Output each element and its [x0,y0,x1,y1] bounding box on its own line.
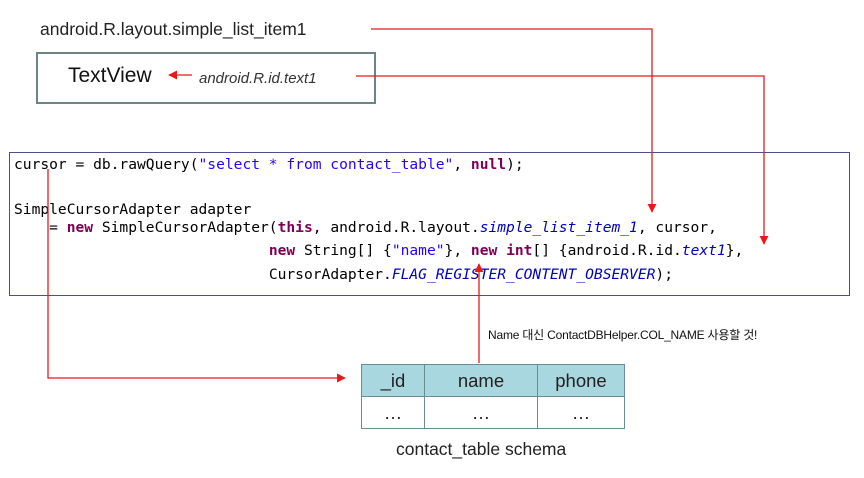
arrow-layout-to-code [371,28,657,213]
code-text: String[] { [295,242,392,259]
schema-header-name: name [424,364,538,397]
code-field: text1 [681,242,726,259]
code-text: , android.R.layout. [312,219,480,236]
code-text: CursorAdapter. [268,266,392,283]
schema-header-phone: phone [537,364,625,397]
code-block [9,152,850,296]
code-field: simple_list_item_1 [479,219,638,236]
code-line-1: cursor = db.rawQuery("select * from cont… [14,156,524,174]
code-line-5: CursorAdapter.FLAG_REGISTER_CONTENT_OBSE… [14,266,673,284]
code-string: "select * from contact_table" [198,156,454,173]
textview-label: TextView [68,64,152,87]
code-text: }, [725,242,744,259]
code-keyword: null [470,156,507,173]
code-text: cursor = db.rawQuery( [14,156,199,173]
code-line-3: = new SimpleCursorAdapter(this, android.… [14,219,717,237]
schema-header-row: _id name phone [361,364,625,397]
code-text: SimpleCursorAdapter( [93,219,278,236]
code-keyword: new [268,242,296,259]
code-line-4: new String[] {"name"}, new int[] {androi… [14,242,744,260]
code-text: ); [506,156,524,173]
arrow-cursor-to-table [47,169,346,383]
schema-cell: … [424,396,538,429]
schema-data-row: … … … [361,396,625,429]
code-text: }, [444,242,471,259]
code-field: FLAG_REGISTER_CONTENT_OBSERVER [391,266,656,283]
layout-resource-label: android.R.layout.simple_list_item1 [40,19,307,39]
note-text: Name 대신 ContactDBHelper.COL_NAME 사용할 것! [488,328,758,342]
code-keyword: int [506,242,533,259]
code-text: , cursor, [637,219,717,236]
code-text: [] {android.R.id. [532,242,682,259]
code-line-2: SimpleCursorAdapter adapter [14,201,252,218]
schema-cell: … [537,396,625,429]
code-keyword: this [277,219,313,236]
code-text: ); [655,266,673,283]
code-string: "name" [391,242,445,259]
schema-table: _id name phone … … … [361,364,625,429]
code-text: , [453,156,471,173]
code-keyword: new [470,242,498,259]
schema-caption: contact_table schema [396,439,567,459]
code-text: = [14,219,67,236]
textview-box [36,52,376,104]
text1-id-label: android.R.id.text1 [199,70,317,87]
code-keyword: new [66,219,94,236]
arrow-text1-to-code [356,75,769,245]
